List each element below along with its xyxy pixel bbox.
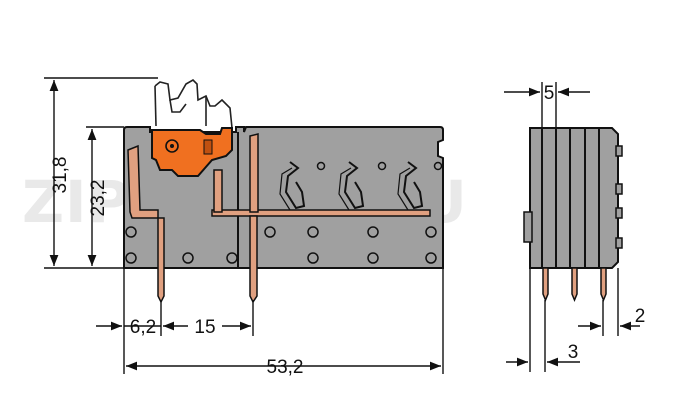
lever-open-outline (154, 79, 233, 129)
side-view (523, 127, 623, 302)
side-housing (529, 127, 619, 269)
dim-pin-spacing: 3 (568, 342, 579, 363)
spring-clamp-1 (279, 161, 306, 211)
dim-pitch-first: 6,2 (130, 317, 156, 338)
dim-height-body: 23,2 (88, 180, 109, 217)
front-pins (157, 215, 258, 304)
dim-length-total: 53,2 (267, 357, 304, 378)
dim-width-side: 5 (544, 83, 555, 104)
dim-pitch: 15 (194, 317, 215, 338)
dimension-lines (44, 77, 640, 374)
top-holes (316, 161, 443, 171)
dim-height-total: 31,8 (50, 157, 71, 194)
dim-pin-offset: 2 (635, 306, 646, 327)
orange-lever (151, 127, 233, 177)
side-pins (542, 267, 607, 302)
front-view (123, 79, 444, 304)
spring-clamps (279, 161, 424, 211)
contact-strip (127, 133, 431, 219)
bottom-holes (125, 226, 437, 264)
spring-clamp-2 (338, 161, 365, 211)
spring-clamp-3 (397, 161, 424, 211)
